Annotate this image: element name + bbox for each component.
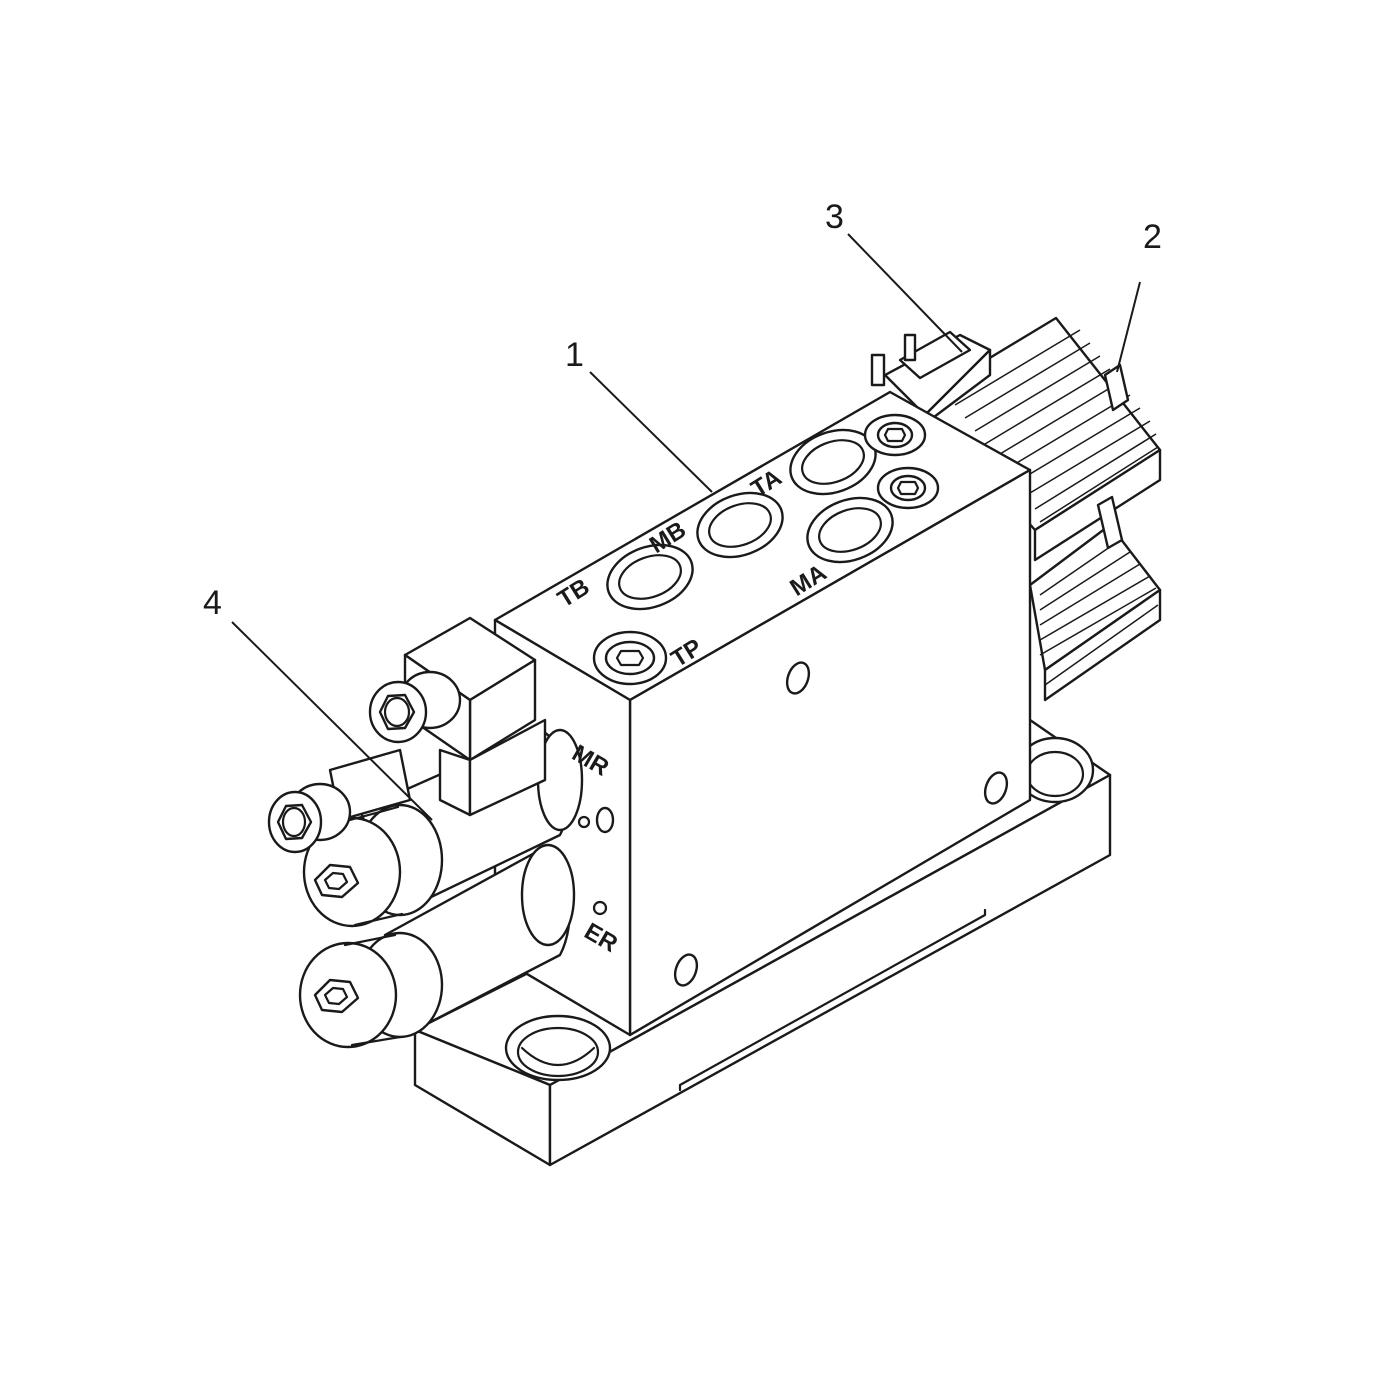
port-mb-hole (696, 491, 784, 559)
cable-gland-lower (267, 748, 412, 854)
callout-2: 2 (1143, 218, 1162, 256)
er-mark-icon (592, 900, 608, 916)
leader-line-1 (589, 371, 713, 493)
port-holes (592, 413, 940, 686)
plug-tp (592, 630, 668, 686)
callout-3: 3 (825, 198, 844, 236)
plug-mid-right (876, 466, 940, 510)
cable-gland-upper (368, 670, 462, 744)
callout-1: 1 (565, 336, 584, 374)
leader-line-2 (1116, 281, 1141, 373)
leader-line-4 (231, 621, 433, 821)
plug-top-right (863, 413, 927, 457)
callout-4: 4 (203, 584, 222, 622)
mr-mark-icon (577, 815, 591, 829)
leader-line-3 (847, 233, 963, 353)
port-tb-hole (606, 543, 694, 611)
electrical-connector (870, 330, 992, 422)
front-solenoid-lower (298, 843, 576, 1049)
port-ma-hole (806, 496, 894, 564)
rear-solenoid-lower (1028, 495, 1162, 702)
